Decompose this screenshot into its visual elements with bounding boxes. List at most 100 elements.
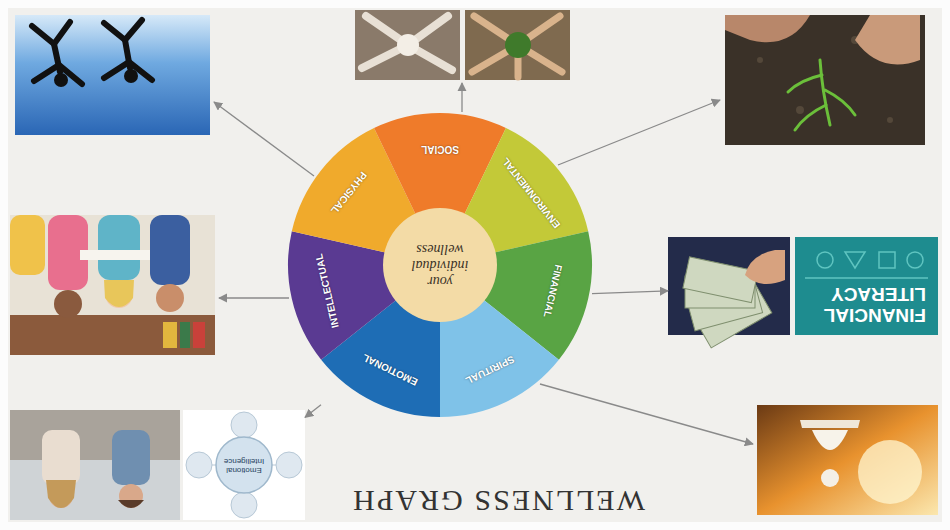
couple-photo (46, 480, 76, 508)
hands-photo (465, 10, 570, 80)
classroom-photo (193, 322, 205, 348)
classroom-photo (98, 215, 140, 280)
segment-fill (374, 113, 506, 215)
wellness-segment: ENVIRONMENTAL (464, 128, 589, 253)
segment-fill (440, 300, 559, 417)
leader-arrow (558, 100, 720, 165)
segment-fill (288, 231, 396, 360)
segment-fill (464, 128, 588, 252)
classroom-photo (180, 322, 190, 348)
classroom-photo (10, 215, 215, 355)
financial-picture (745, 250, 785, 284)
page-frame (4, 4, 946, 526)
segment-fill (484, 231, 592, 360)
meditation-photo (800, 420, 860, 428)
panel-label: Emotional Intelligence (221, 456, 267, 474)
seedling-photo (855, 15, 920, 65)
segment-label: PHYSICAL (329, 169, 369, 215)
segment-shape (288, 231, 397, 360)
classroom-photo (150, 215, 190, 285)
segment-fill (292, 128, 416, 252)
classroom-photo (10, 215, 215, 355)
segment-shape (321, 299, 441, 417)
seedling-photo (725, 15, 810, 42)
skydivers-photo (54, 73, 68, 87)
hub-circle: your individual wellness (383, 208, 497, 322)
meditation-photo (757, 405, 938, 515)
couple-photo (10, 410, 180, 520)
financial-picture (805, 277, 928, 279)
segment-label: SPIRITUAL (464, 353, 516, 386)
financial-picture (795, 237, 938, 335)
financial-picture (683, 257, 758, 303)
segment-label: SOCIAL (421, 144, 459, 155)
skydivers-photo (15, 15, 210, 135)
classroom-photo (80, 250, 150, 260)
classroom-photo (163, 322, 177, 348)
classroom-photo (54, 290, 82, 318)
financial-picture (668, 237, 938, 348)
emotional-intelligence-figure (231, 492, 257, 518)
segment-fill (321, 300, 440, 417)
seedling-photo (788, 60, 855, 130)
financial-picture (907, 252, 923, 268)
seedling-photo (788, 75, 822, 92)
connector-arrow (305, 405, 321, 417)
meditation-photo (821, 469, 839, 487)
financial-picture (817, 252, 833, 268)
seedling-photo (825, 90, 855, 115)
skydivers-photo (104, 20, 142, 40)
financial-picture (845, 252, 865, 268)
diagram-title: WELLNESS GRAPH (351, 484, 645, 518)
hub-label: your individual wellness (398, 241, 482, 289)
couple-photo (112, 430, 150, 485)
wellness-segment: SPIRITUAL (439, 299, 559, 417)
connector-arrow (592, 291, 668, 294)
leader-arrow (219, 297, 289, 298)
couple-photo (42, 430, 80, 485)
panel-label: FINANCIAL LITERACY (798, 283, 926, 325)
segment-shape (483, 231, 592, 360)
wellness-segment: SOCIAL (374, 113, 506, 215)
segment-label: FINANCIAL (542, 263, 565, 318)
skydivers-photo (32, 20, 152, 84)
emotional-intelligence-figure (231, 412, 257, 438)
financial-picture (668, 237, 790, 335)
leader-arrow (540, 384, 753, 444)
leader-arrow (461, 83, 462, 112)
couple-photo (119, 484, 143, 508)
skydivers-photo (124, 69, 138, 83)
meditation-photo (858, 440, 922, 504)
segment-label: INTELLECTUAL (313, 253, 341, 329)
classroom-photo (104, 280, 134, 307)
leader-arrow (214, 83, 753, 444)
couple-photo (118, 500, 144, 508)
wellness-segment: EMOTIONAL (321, 299, 441, 417)
seedling-photo (887, 117, 893, 123)
seedling-photo (795, 105, 826, 130)
couple-photo (10, 410, 180, 520)
skydivers-photo (32, 22, 70, 44)
picture-panel: FINANCIAL LITERACY (668, 237, 938, 335)
classroom-photo (156, 284, 184, 312)
segment-label: ENVIRONMENTAL (499, 155, 562, 229)
classroom-photo (10, 215, 45, 275)
leader-arrow (214, 102, 314, 176)
couple-photo (10, 410, 180, 460)
financial-picture (805, 252, 928, 278)
emotional-intelligence-figure (216, 437, 272, 493)
seedling-photo (725, 15, 925, 145)
classroom-photo (105, 280, 133, 308)
emotional-intelligence-figure (276, 452, 302, 478)
seedling-photo (796, 106, 804, 114)
wellness-segment: PHYSICAL (291, 128, 416, 253)
emotional-intelligence-figure (183, 410, 305, 520)
segment-label: EMOTIONAL (360, 352, 419, 388)
skydivers-photo (15, 15, 210, 135)
financial-picture (879, 252, 895, 268)
